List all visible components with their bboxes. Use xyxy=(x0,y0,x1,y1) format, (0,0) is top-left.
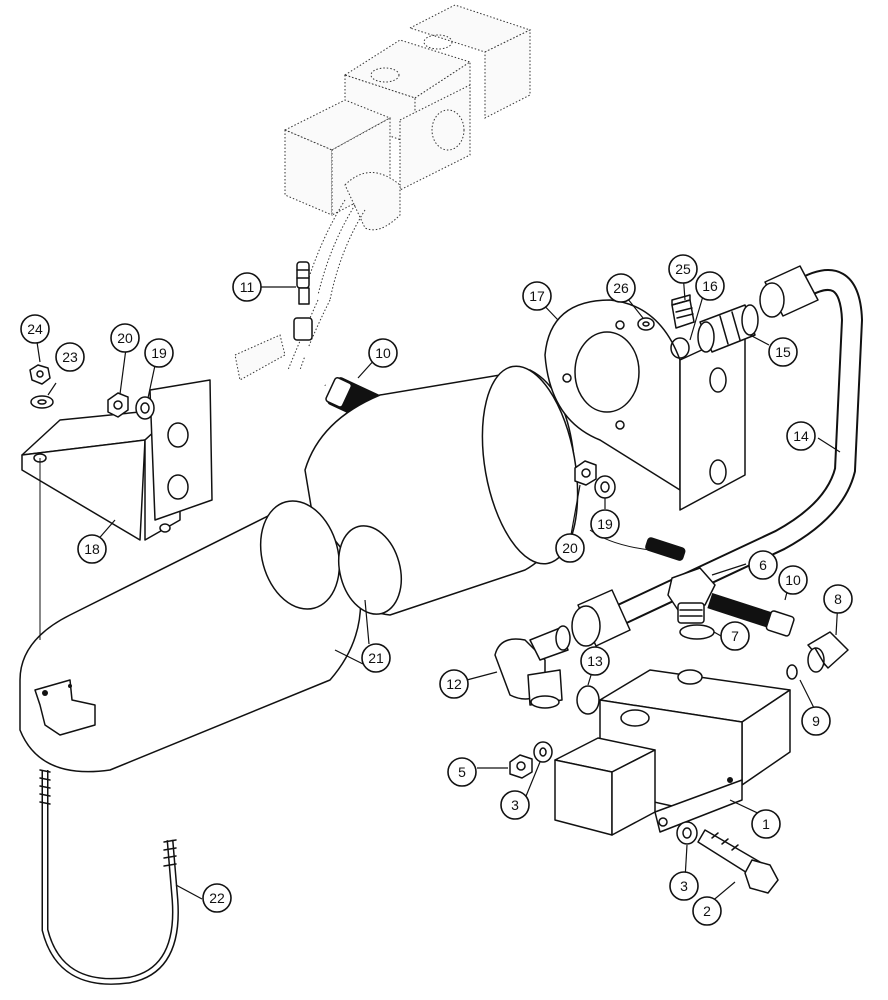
hose-10-lower xyxy=(589,529,795,637)
svg-text:3: 3 xyxy=(680,878,688,894)
callout-2: 2 xyxy=(692,896,722,926)
bracket-18 xyxy=(21,379,213,640)
svg-text:16: 16 xyxy=(702,278,718,294)
svg-text:7: 7 xyxy=(731,628,739,644)
svg-text:10: 10 xyxy=(375,345,391,361)
callout-1: 1 xyxy=(751,809,781,839)
svg-text:22: 22 xyxy=(209,890,225,906)
svg-text:20: 20 xyxy=(562,540,578,556)
tube-14 xyxy=(571,265,864,647)
svg-text:25: 25 xyxy=(675,261,691,277)
callout-25: 25 xyxy=(668,254,698,284)
callout-22: 22 xyxy=(202,883,232,913)
callout-10-lower: 10 xyxy=(778,565,808,595)
svg-text:3: 3 xyxy=(511,797,519,813)
callout-26: 26 xyxy=(606,273,636,303)
callout-24: 24 xyxy=(20,314,50,344)
callout-9: 9 xyxy=(801,706,831,736)
callout-20-center: 20 xyxy=(555,533,585,563)
nut-20-center xyxy=(574,460,597,486)
callout-14: 14 xyxy=(786,421,816,451)
nut-20-left xyxy=(107,392,129,418)
nut-5 xyxy=(509,754,533,779)
svg-text:14: 14 xyxy=(793,428,809,444)
svg-text:23: 23 xyxy=(62,349,78,365)
callout-6: 6 xyxy=(748,550,778,580)
bracket-17 xyxy=(544,299,746,511)
svg-text:15: 15 xyxy=(775,344,791,360)
svg-text:18: 18 xyxy=(84,541,100,557)
svg-text:19: 19 xyxy=(597,516,613,532)
svg-text:1: 1 xyxy=(762,816,770,832)
callout-19-center: 19 xyxy=(590,509,620,539)
svg-text:21: 21 xyxy=(368,650,384,666)
callout-20-left: 20 xyxy=(110,323,140,353)
svg-text:2: 2 xyxy=(703,903,711,919)
svg-text:11: 11 xyxy=(240,279,255,295)
svg-text:17: 17 xyxy=(529,288,545,304)
callout-3b: 3 xyxy=(669,871,699,901)
callout-16: 16 xyxy=(695,271,725,301)
washer-3-upper xyxy=(533,741,553,763)
fitting-8 xyxy=(807,631,849,673)
washer-23 xyxy=(30,395,54,409)
callout-13: 13 xyxy=(580,646,610,676)
svg-text:20: 20 xyxy=(117,330,133,346)
callout-3a: 3 xyxy=(500,790,530,820)
plug-6 xyxy=(667,567,716,624)
svg-text:26: 26 xyxy=(613,280,629,296)
washer-26 xyxy=(637,317,655,331)
u-bolt-22 xyxy=(39,769,179,985)
callout-15: 15 xyxy=(768,337,798,367)
reservoir-21 xyxy=(19,365,579,773)
callout-8: 8 xyxy=(823,584,853,614)
bolt-2 xyxy=(697,829,779,894)
valve-block-1 xyxy=(554,669,791,836)
washer-3-lower xyxy=(676,821,698,845)
callout-10-upper: 10 xyxy=(368,338,398,368)
callout-11: 11 xyxy=(232,272,262,302)
svg-text:19: 19 xyxy=(151,345,167,361)
svg-text:10: 10 xyxy=(785,572,801,588)
oring-7 xyxy=(679,624,715,640)
svg-text:12: 12 xyxy=(446,676,462,692)
elbow-12 xyxy=(494,625,571,709)
svg-text:6: 6 xyxy=(759,557,767,573)
oring-13 xyxy=(576,685,600,715)
washer-9 xyxy=(786,664,798,680)
callout-12: 12 xyxy=(439,669,469,699)
svg-text:8: 8 xyxy=(834,591,842,607)
fitting-15 xyxy=(697,304,759,353)
leader-lines xyxy=(36,272,841,904)
nut-24 xyxy=(29,364,51,385)
washer-19-center xyxy=(594,475,616,499)
callout-5: 5 xyxy=(447,757,477,787)
bolt-25 xyxy=(671,294,695,329)
svg-text:5: 5 xyxy=(458,764,466,780)
svg-text:13: 13 xyxy=(587,653,603,669)
svg-text:9: 9 xyxy=(812,713,820,729)
ghost-valve-assembly xyxy=(234,4,532,381)
callout-21: 21 xyxy=(361,643,391,673)
callout-7: 7 xyxy=(720,621,750,651)
callout-17: 17 xyxy=(522,281,552,311)
oring-16 xyxy=(670,337,690,359)
callout-18: 18 xyxy=(77,534,107,564)
callout-19-left: 19 xyxy=(144,338,174,368)
svg-text:24: 24 xyxy=(27,321,43,337)
fitting-11 xyxy=(296,261,310,305)
washer-19-left xyxy=(135,396,155,420)
callout-23: 23 xyxy=(55,342,85,372)
